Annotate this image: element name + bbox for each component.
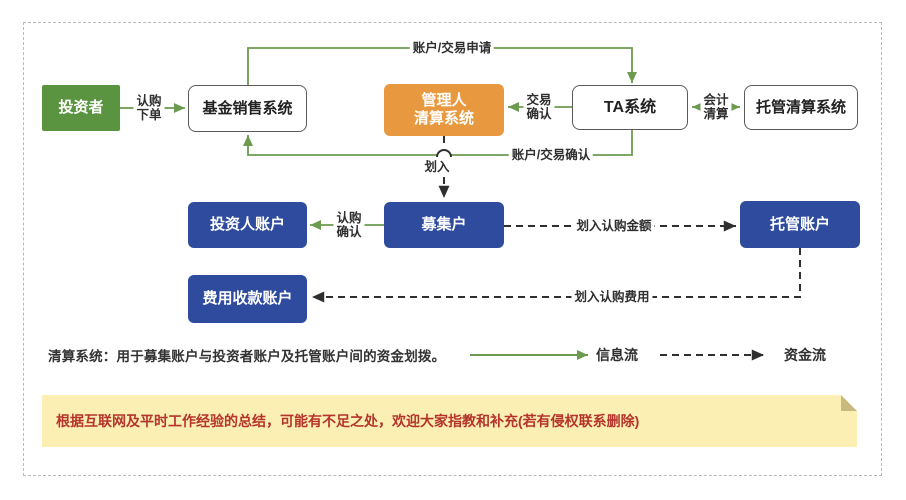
edge-label-transfer-subscribe-fee: 划入认购费用 <box>571 290 653 304</box>
edge-label-transfer-in: 划入 <box>421 160 453 174</box>
edge-label-trade-confirm-line2: 确认 <box>526 107 552 121</box>
edge-label-subscribe-order-line2: 下单 <box>136 108 162 122</box>
edge-label-account-trade-confirm: 账户/交易确认 <box>508 148 594 162</box>
legend-info-flow-label: 信息流 <box>596 347 638 363</box>
edge-label-trade-confirm: 交易 确认 <box>523 93 555 121</box>
node-manager-clearing-system: 管理人 清算系统 <box>384 84 504 136</box>
edge-label-trade-confirm-line1: 交易 <box>526 93 552 107</box>
node-manager-clearing-line1: 管理人 <box>421 92 467 109</box>
edge-label-subscribe-order-line1: 认购 <box>136 94 162 108</box>
node-investor-account: 投资人账户 <box>188 202 307 248</box>
edge-label-subscribe-order: 认购 下单 <box>133 94 165 122</box>
node-custody-account-label: 托管账户 <box>769 215 830 233</box>
edge-label-accounting-clearing-line2: 清算 <box>703 107 729 121</box>
edge-label-subscribe-confirm: 认购 确认 <box>333 211 365 239</box>
edge-label-subscribe-confirm-line1: 认购 <box>336 211 362 225</box>
node-fee-account-label: 费用收款账户 <box>202 290 293 307</box>
node-custody-clearing-system: 托管清算系统 <box>744 85 858 130</box>
disclaimer-note: 根据互联网及平时工作经验的总结，可能有不足之处，欢迎大家指教和补充(若有侵权联系… <box>42 395 857 447</box>
edge-label-transfer-subscribe-amount: 划入认购金额 <box>573 219 655 233</box>
node-manager-clearing-line2: 清算系统 <box>413 110 474 127</box>
disclaimer-text: 根据互联网及平时工作经验的总结，可能有不足之处，欢迎大家指教和补充(若有侵权联系… <box>56 413 640 429</box>
node-raising-account: 募集户 <box>384 202 504 248</box>
node-fund-sales-label: 基金销售系统 <box>202 99 293 117</box>
node-ta-system: TA系统 <box>572 85 688 130</box>
edge-label-account-trade-apply: 账户/交易申请 <box>409 41 495 55</box>
node-investor: 投资者 <box>42 85 120 131</box>
node-raising-account-label: 募集户 <box>421 216 467 233</box>
clearing-system-footnote: 清算系统：用于募集账户与投资者账户及托管账户间的资金划拨。 <box>48 349 446 364</box>
node-fund-sales-system: 基金销售系统 <box>188 85 307 132</box>
legend-capital-flow-label: 资金流 <box>784 347 826 363</box>
line-crossing-hop <box>436 149 452 158</box>
edge-label-subscribe-confirm-line2: 确认 <box>336 225 362 239</box>
node-custody-clearing-label: 托管清算系统 <box>755 98 846 116</box>
node-custody-account: 托管账户 <box>740 201 860 248</box>
node-fee-collection-account: 费用收款账户 <box>188 275 307 323</box>
node-investor-label: 投资者 <box>58 99 104 116</box>
edge-custody-to-fee <box>311 248 801 303</box>
node-ta-system-label: TA系统 <box>603 98 657 116</box>
node-investor-account-label: 投资人账户 <box>209 216 285 233</box>
note-folded-corner <box>841 395 857 411</box>
edge-label-accounting-clearing: 会计 清算 <box>700 93 732 121</box>
edge-label-accounting-clearing-line1: 会计 <box>703 93 729 107</box>
dashed-outer-border <box>23 22 882 476</box>
